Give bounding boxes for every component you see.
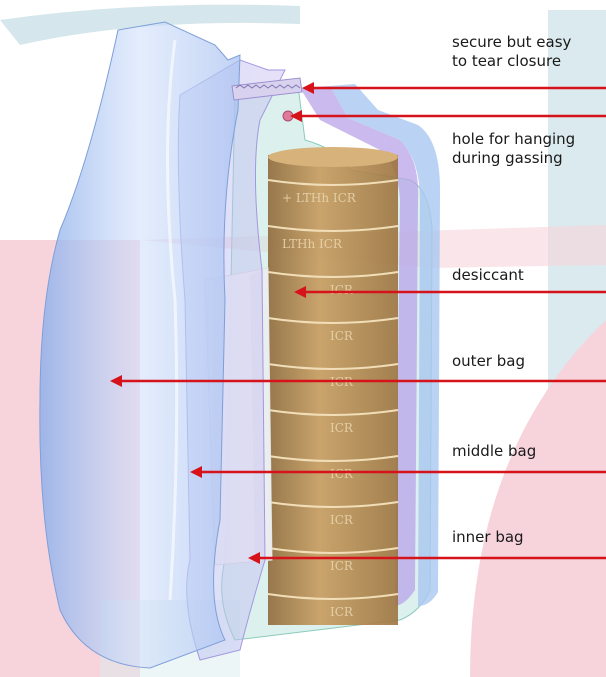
plate-label: + LTHh ICR — [282, 191, 357, 205]
plate-label: ICR — [330, 513, 354, 527]
label-middle-bag: middle bag — [452, 442, 536, 461]
label-inner-bag: inner bag — [452, 528, 524, 547]
label-outer-bag: outer bag — [452, 352, 525, 371]
plate-label: ICR — [330, 467, 354, 481]
plate-label: ICR — [330, 329, 354, 343]
label-desiccant: desiccant — [452, 266, 524, 285]
label-hole-for-hanging: hole for hanging during gassing — [452, 130, 575, 168]
background-pink-arc — [470, 320, 606, 677]
label-closure: secure but easy to tear closure — [452, 33, 571, 71]
plate-label: ICR — [330, 421, 354, 435]
plate-label: LTHh ICR — [282, 237, 343, 251]
plate-label: ICR — [330, 283, 354, 297]
plate-label: ICR — [330, 559, 354, 573]
plate-label: ICR — [330, 605, 354, 619]
outer-bag — [40, 22, 240, 668]
